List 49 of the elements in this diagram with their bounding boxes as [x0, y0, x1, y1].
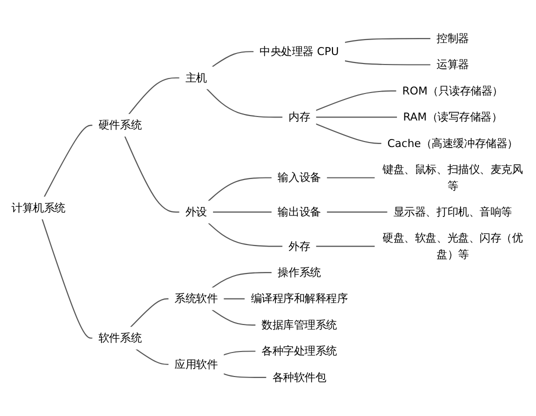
connector: [212, 51, 254, 68]
connector: [344, 38, 431, 44]
connector: [316, 246, 376, 247]
node-text: 主机: [185, 71, 207, 84]
node-text: 数据库管理系统: [262, 318, 337, 332]
node-text: RAM（读写存储器）: [403, 110, 502, 124]
node-text: 控制器: [436, 32, 469, 45]
node-text: 运算器: [436, 58, 469, 72]
node-text: 应用软件: [174, 358, 218, 371]
node-text: Cache（高速缓冲存储器）: [387, 136, 518, 150]
node-text: 键盘、鼠标、扫描仪、麦克风等: [382, 163, 523, 192]
connector: [212, 309, 256, 326]
node-text: 软件系统: [98, 331, 142, 344]
node-text: 中央处理器 CPU: [260, 44, 339, 58]
connector: [316, 90, 397, 112]
node-text: 外设: [185, 205, 207, 218]
node-text: 编译程序和解释程序: [250, 292, 348, 306]
connector: [326, 212, 388, 213]
connector: [212, 212, 272, 213]
node-text: 计算机系统: [11, 201, 66, 214]
connector: [208, 222, 283, 247]
connector: [223, 298, 245, 300]
node-text: 外存: [288, 240, 310, 253]
connector: [326, 177, 376, 178]
connector: [206, 88, 283, 118]
connector: [136, 348, 169, 365]
connector: [212, 272, 272, 288]
node-text: ROM（只读存储器）: [402, 84, 504, 98]
node-text: 系统软件: [174, 292, 218, 306]
node-text: 显示器、打印机、音响等: [393, 205, 512, 218]
connector: [223, 350, 256, 356]
node-text: 输入设备: [278, 171, 321, 184]
connector: [223, 373, 267, 378]
node-text: 各种字处理系统: [262, 344, 337, 358]
connector: [44, 124, 93, 198]
node-text: 硬件系统: [98, 118, 142, 132]
connector: [316, 116, 398, 118]
node-text: 输出设备: [278, 205, 321, 218]
connector: [42, 218, 93, 339]
connector: [208, 177, 272, 202]
connector: [130, 298, 169, 328]
connector: [124, 136, 180, 213]
connector: [316, 123, 382, 144]
node-text: 硬盘、软盘、光盘、闪存（优盘）等: [382, 232, 523, 261]
node-text: 内存: [288, 110, 310, 124]
node-text: 各种软件包: [272, 370, 326, 384]
connector: [128, 77, 180, 115]
node-text: 操作系统: [278, 266, 321, 279]
connector: [344, 60, 431, 66]
